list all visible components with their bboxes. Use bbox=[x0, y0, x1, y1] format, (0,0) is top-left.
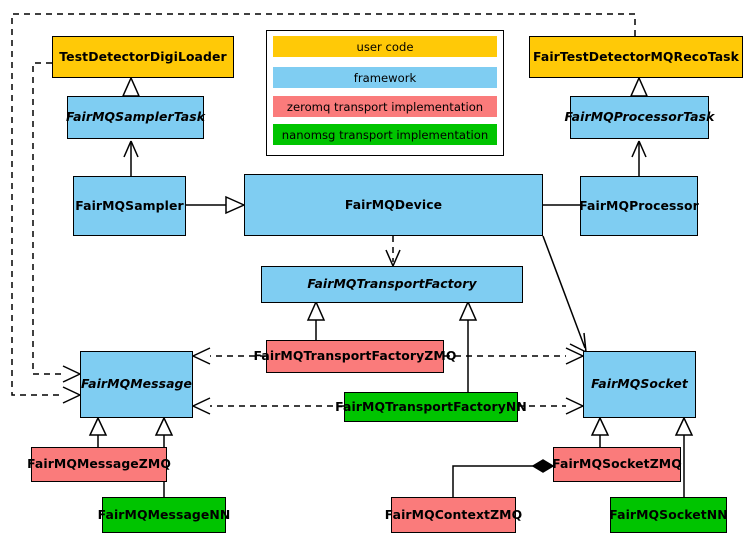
class-label: FairMQContextZMQ bbox=[384, 506, 523, 522]
arrowhead-open bbox=[192, 397, 211, 415]
edge-recotask-message bbox=[11, 13, 636, 396]
legend-label-user-code: user code bbox=[356, 39, 414, 54]
legend-item-user-code: user code bbox=[273, 36, 497, 57]
class-label: FairMQProcessorTask bbox=[564, 109, 715, 125]
class-label: FairMQMessageNN bbox=[97, 506, 231, 522]
arrowhead-generalization bbox=[458, 300, 478, 321]
legend-item-nanomsg: nanomsg transport implementation bbox=[273, 124, 497, 145]
class-label: FairMQMessage bbox=[80, 376, 193, 392]
legend-item-zeromq: zeromq transport implementation bbox=[273, 96, 497, 117]
class-label: TestDetectorDigiLoader bbox=[59, 48, 227, 64]
arrowhead-open bbox=[631, 140, 647, 158]
class-box-fairmq-transport-factory[interactable]: FairMQTransportFactory bbox=[261, 266, 523, 303]
class-box-fairmq-processor-task[interactable]: FairMQProcessorTask bbox=[565, 96, 714, 139]
class-label: FairMQTransportFactory bbox=[307, 276, 477, 292]
edge-contextzmq-socketzmq bbox=[452, 465, 534, 497]
arrowhead-open bbox=[385, 249, 401, 267]
class-box-fairmq-message-nn[interactable]: FairMQMessageNN bbox=[98, 497, 230, 533]
class-box-test-detector-digi-loader[interactable]: TestDetectorDigiLoader bbox=[52, 36, 234, 78]
arrowhead-open bbox=[565, 347, 584, 365]
class-box-fairmq-socket-nn[interactable]: FairMQSocketNN bbox=[609, 497, 728, 533]
arrowhead-open bbox=[123, 140, 139, 158]
legend-label-framework: framework bbox=[353, 70, 417, 85]
class-label: FairMQTransportFactoryZMQ bbox=[253, 348, 457, 364]
arrowhead-generalization bbox=[154, 416, 174, 436]
edge-digiloader-message bbox=[32, 62, 63, 375]
edge-device-socket bbox=[542, 235, 586, 349]
arrowhead-open bbox=[569, 332, 587, 353]
class-box-fairmq-sampler[interactable]: FairMQSampler bbox=[73, 176, 186, 236]
class-box-fairmq-socket[interactable]: FairMQSocket bbox=[583, 351, 696, 418]
arrowhead-open bbox=[192, 347, 211, 365]
class-label: FairMQSocketZMQ bbox=[552, 456, 682, 472]
arrowhead-generalization bbox=[629, 76, 649, 97]
arrowhead-open bbox=[565, 397, 584, 415]
class-box-fairmq-socket-zmq[interactable]: FairMQSocketZMQ bbox=[552, 447, 682, 482]
class-label: FairMQMessageZMQ bbox=[27, 456, 171, 472]
arrowhead-generalization bbox=[590, 416, 610, 436]
arrowhead-generalization bbox=[225, 195, 246, 215]
class-label: FairMQSamplerTask bbox=[65, 109, 206, 125]
class-label: FairMQSocket bbox=[591, 376, 688, 392]
class-box-fairmq-processor[interactable]: FairMQProcessor bbox=[579, 176, 699, 236]
class-label: FairTestDetectorMQRecoTask bbox=[533, 48, 739, 64]
class-label: FairMQSocketNN bbox=[609, 506, 728, 522]
class-box-fairmq-transport-factory-zmq[interactable]: FairMQTransportFactoryZMQ bbox=[254, 340, 456, 373]
legend-label-nanomsg: nanomsg transport implementation bbox=[281, 127, 489, 142]
class-box-fairmq-message-zmq[interactable]: FairMQMessageZMQ bbox=[27, 447, 171, 482]
class-box-fairmq-transport-factory-nn[interactable]: FairMQTransportFactoryNN bbox=[335, 392, 527, 422]
class-box-fairmq-message[interactable]: FairMQMessage bbox=[80, 351, 193, 418]
class-label: FairMQProcessor bbox=[579, 197, 699, 213]
arrowhead-generalization bbox=[121, 76, 141, 97]
class-label: FairMQSampler bbox=[75, 197, 184, 213]
class-box-fairmq-sampler-task[interactable]: FairMQSamplerTask bbox=[65, 96, 206, 139]
class-box-fair-test-detector-mq-reco-task[interactable]: FairTestDetectorMQRecoTask bbox=[529, 36, 743, 78]
class-box-fairmq-context-zmq[interactable]: FairMQContextZMQ bbox=[385, 497, 522, 533]
arrowhead-generalization bbox=[88, 416, 108, 436]
arrowhead-open bbox=[62, 386, 81, 404]
diamond-composition bbox=[531, 459, 555, 473]
arrowhead-generalization bbox=[674, 416, 694, 436]
legend-label-zeromq: zeromq transport implementation bbox=[286, 99, 484, 114]
class-label: FairMQTransportFactoryNN bbox=[335, 398, 527, 414]
class-label: FairMQDevice bbox=[344, 196, 443, 212]
class-box-fairmq-device[interactable]: FairMQDevice bbox=[244, 174, 543, 236]
legend-item-framework: framework bbox=[273, 67, 497, 88]
arrowhead-open bbox=[62, 365, 81, 383]
arrowhead-generalization bbox=[306, 300, 326, 321]
